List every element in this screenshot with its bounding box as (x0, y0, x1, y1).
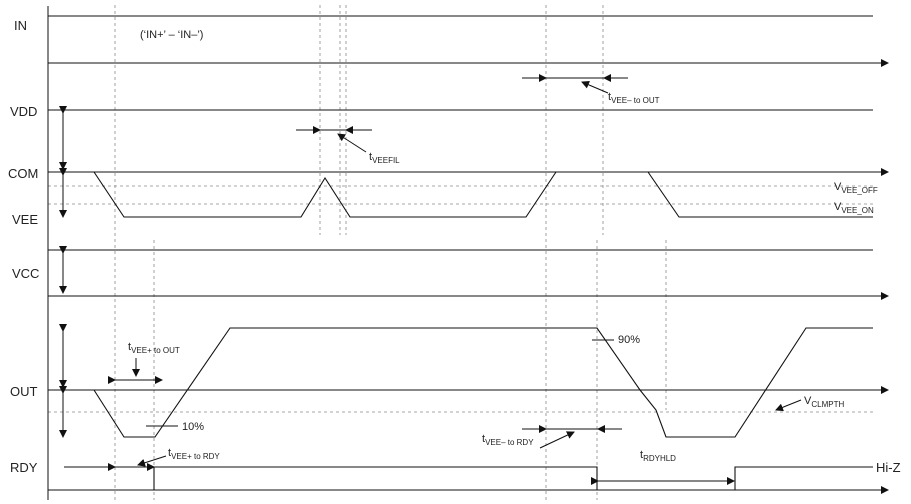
rdy-waveform-high (154, 466, 598, 490)
vee-on-label: VVEE_ON (834, 201, 874, 215)
rdy-waveform-hiz (734, 466, 873, 490)
t-vee-plus-rdy-leader (137, 455, 167, 467)
vertical-guides (114, 5, 667, 500)
in-formula: (‘IN+’ – ‘IN–’) (140, 29, 203, 41)
label-rdy: RDY (10, 460, 38, 475)
label-vee: VEE (12, 212, 38, 227)
t-vee-minus-out-leader (581, 81, 609, 94)
rdy-waveform (64, 466, 155, 490)
vee-off-label: VVEE_OFF (834, 181, 878, 195)
clmpth-label: VCLMPTH (804, 395, 844, 409)
timing-arrows (108, 74, 802, 485)
vee-waveform (64, 171, 873, 218)
t-vee-minus-rdy-label: tVEE– to RDY (482, 433, 534, 447)
t-vee-plus-out-label: tVEE+ to OUT (128, 341, 180, 355)
axis-lines (47, 6, 889, 500)
t-vee-minus-out-label: tVEE– to OUT (608, 91, 660, 105)
pct10-label: 10% (182, 421, 204, 433)
out-waveform (64, 327, 873, 438)
annotations: (‘IN+’ – ‘IN–’) VVEE_OFF VVEE_ON VCLMPTH… (128, 29, 901, 475)
label-com: COM (8, 166, 38, 181)
t-veefil-leader (337, 133, 367, 153)
label-out: OUT (10, 384, 38, 399)
label-vcc: VCC (12, 266, 39, 281)
t-rdyhld-label: tRDYHLD (640, 449, 676, 463)
pct90-label: 90% (618, 334, 640, 346)
t-vee-plus-rdy-label: tVEE+ to RDY (168, 447, 220, 461)
label-vdd: VDD (10, 104, 37, 119)
label-in: IN (14, 18, 27, 33)
threshold-lines (48, 185, 876, 413)
t-vee-minus-rdy-leader (539, 431, 575, 449)
signal-labels: IN VDD COM VEE VCC OUT RDY (8, 18, 39, 475)
t-veefil-label: tVEEFIL (369, 151, 400, 165)
clmpth-leader (775, 399, 802, 412)
hiz-label: Hi-Z (876, 460, 901, 475)
